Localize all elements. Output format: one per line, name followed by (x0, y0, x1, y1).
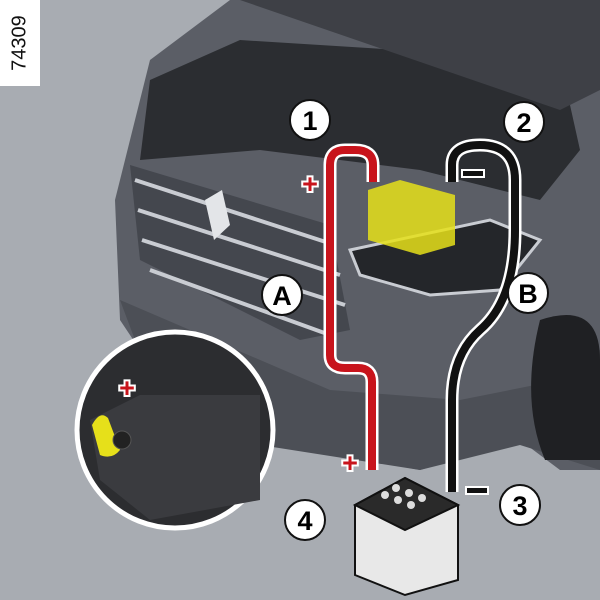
callout-a: A (261, 274, 303, 316)
wheel (531, 315, 600, 460)
donor-battery (352, 476, 461, 597)
svg-text:A: A (272, 281, 292, 311)
callout-2: 2 (503, 101, 545, 143)
callout-1: 1 (289, 99, 331, 141)
negative-cable (445, 138, 522, 492)
svg-text:2: 2 (516, 108, 531, 138)
inset-positive-sign: + (119, 373, 135, 403)
positive-cable (323, 143, 380, 470)
brand-logo (205, 190, 230, 240)
svg-text:3: 3 (512, 491, 527, 521)
battery-terminal-inset: + (74, 329, 276, 531)
polarity-markers: + + (300, 167, 489, 495)
reference-code: 74309 (8, 15, 31, 71)
positive-sign-vehicle: + (302, 169, 318, 199)
callout-3: 3 (499, 484, 541, 526)
svg-text:4: 4 (297, 506, 312, 536)
callout-4: 4 (284, 499, 326, 541)
callouts: 1 2 A B 3 4 (261, 99, 549, 541)
negative-sign-donor (465, 486, 489, 495)
svg-text:1: 1 (302, 106, 317, 136)
positive-terminal-highlight (92, 415, 120, 457)
svg-text:B: B (518, 279, 538, 309)
negative-sign-vehicle (461, 169, 485, 178)
open-bonnet (180, 0, 600, 110)
reference-code-tab: 74309 (0, 0, 40, 86)
grille-chrome (134, 178, 346, 337)
callout-b: B (507, 272, 549, 314)
positive-sign-donor: + (342, 448, 358, 478)
engine-bay (140, 40, 580, 200)
vehicle-battery-highlight (368, 180, 455, 255)
